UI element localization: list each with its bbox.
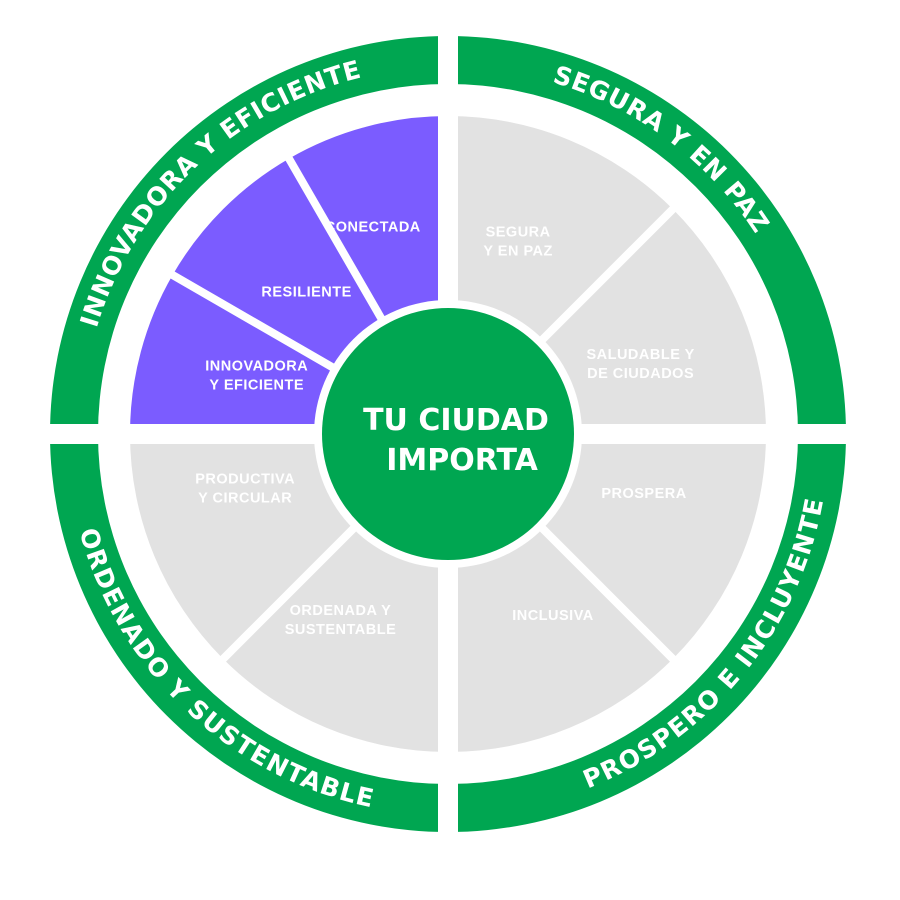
- segment-label-segura-1: SALUDABLE Y DE CIUDADOS: [586, 347, 694, 382]
- segment-divider: [218, 520, 362, 664]
- segment-label-prospero-0: PROSPERA: [601, 486, 686, 502]
- segment-segura-1[interactable]: [537, 209, 766, 434]
- segment-innovadora-0[interactable]: [130, 275, 339, 434]
- segment-label-prospero-1: INCLUSIVA: [512, 608, 594, 624]
- segment-label-innovadora-2: CONECTADA: [325, 219, 421, 235]
- segment-labels: INNOVADORA Y EFICIENTE RESILIENTE CONECTADA…: [195, 219, 694, 638]
- segment-label-line: SALUDABLE Y: [586, 347, 694, 363]
- segment-label-line: SUSTENTABLE: [285, 622, 397, 638]
- segment-divider: [534, 204, 678, 348]
- segment-prospero-0[interactable]: [537, 434, 766, 659]
- segment-label-line: Y EN PAZ: [483, 243, 553, 259]
- segment-ordenado-0[interactable]: [223, 523, 448, 752]
- segment-label-line: PRODUCTIVA: [195, 471, 295, 487]
- segment-label-line: INNOVADORA: [205, 358, 308, 374]
- segment-divider: [168, 270, 341, 375]
- segment-divider: [534, 520, 678, 664]
- segment-innovadora-2[interactable]: [289, 116, 448, 325]
- segment-label-line: CONECTADA: [325, 219, 421, 235]
- center-title-line2: IMPORTA: [386, 443, 538, 478]
- segment-segura-0[interactable]: [448, 115, 673, 345]
- segment-innovadora-1[interactable]: [172, 158, 385, 371]
- segment-label-innovadora-1: RESILIENTE: [261, 284, 351, 300]
- segment-label-innovadora-0: INNOVADORA Y EFICIENTE: [205, 358, 308, 393]
- segment-label-line: ORDENADA Y: [290, 603, 392, 619]
- ring-arc-prospero[interactable]: [448, 434, 846, 832]
- center-title-line1: TU CIUDAD: [363, 403, 549, 438]
- ring-arc-segura[interactable]: [448, 36, 846, 434]
- segment-divider: [284, 154, 389, 327]
- segment-label-line: PROSPERA: [601, 486, 686, 502]
- segment-ordenado-1[interactable]: [130, 434, 359, 659]
- outer-ring: [50, 36, 846, 832]
- center-hub[interactable]: TU CIUDAD IMPORTA: [322, 308, 574, 560]
- segment-prospero-1[interactable]: [448, 523, 673, 752]
- segment-label-line: DE CIUDADOS: [587, 366, 694, 382]
- ring-arc-ordenado[interactable]: [50, 434, 448, 832]
- segment-label-line: Y CIRCULAR: [198, 490, 292, 506]
- segment-label-segura-0: SEGURA Y EN PAZ: [483, 224, 553, 259]
- segment-label-line: INCLUSIVA: [512, 608, 594, 624]
- segment-label-ordenado-0: ORDENADA Y SUSTENTABLE: [285, 603, 397, 638]
- ring-arc-innovadora[interactable]: [50, 36, 448, 434]
- center-circle: [322, 308, 574, 560]
- segment-label-ordenado-1: PRODUCTIVA Y CIRCULAR: [195, 471, 295, 506]
- segment-label-line: RESILIENTE: [261, 284, 351, 300]
- segment-label-line: Y EFICIENTE: [209, 377, 304, 393]
- segment-label-line: SEGURA: [486, 224, 551, 240]
